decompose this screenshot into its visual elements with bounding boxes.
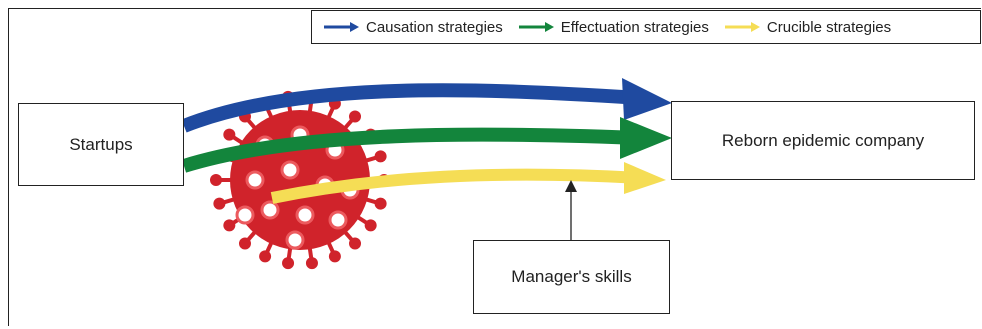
virus-spike-tip xyxy=(259,250,272,263)
causation-arrowhead xyxy=(622,78,672,120)
virus-surface-ring xyxy=(285,230,305,250)
virus-surface-ring xyxy=(260,200,280,220)
reborn-company-node: Reborn epidemic company xyxy=(671,101,975,180)
virus-spike-tip xyxy=(305,257,318,270)
crucible-arrow xyxy=(270,168,641,204)
virus-spike-tip xyxy=(213,197,226,210)
legend-label-causation: Causation strategies xyxy=(366,18,503,36)
startups-node: Startups xyxy=(18,103,184,186)
legend-label-crucible: Crucible strategies xyxy=(766,18,892,36)
virus-spike-tip xyxy=(374,197,387,210)
diagram-frame xyxy=(8,8,981,326)
legend-item-causation: Causation strategies xyxy=(322,19,503,36)
virus-surface-ring xyxy=(328,210,348,230)
causation-arrow xyxy=(181,83,641,133)
legend-item-effectuation: Effectuation strategies xyxy=(517,19,709,36)
skills-arrowhead xyxy=(565,180,577,192)
virus-spike-tip xyxy=(210,174,222,186)
virus-surface-ring xyxy=(235,205,255,225)
effectuation-arrowhead xyxy=(620,117,672,159)
managers-skills-label: Manager's skills xyxy=(511,267,632,286)
virus-spike-tip xyxy=(349,110,362,123)
legend-item-crucible: Crucible strategies xyxy=(723,19,891,36)
green-arrow-icon xyxy=(518,22,554,32)
virus-surface-ring xyxy=(280,160,300,180)
virus-spike-tip xyxy=(349,237,362,250)
legend-label-effectuation: Effectuation strategies xyxy=(560,18,709,36)
crucible-arrowhead xyxy=(624,162,666,194)
blue-arrow-icon xyxy=(324,22,359,32)
virus-surface-ring xyxy=(245,170,265,190)
virus-spike-tip xyxy=(223,219,236,232)
effectuation-arrow xyxy=(181,127,641,173)
startups-label: Startups xyxy=(69,134,133,154)
virus-spike-tip xyxy=(238,237,251,250)
virus-spike-tip xyxy=(328,250,341,263)
reborn-company-label: Reborn epidemic company xyxy=(721,130,925,150)
virus-surface-ring xyxy=(295,205,315,225)
yellow-arrow-icon xyxy=(724,22,760,32)
virus-spike-tip xyxy=(282,257,295,270)
legend: Causation strategies Effectuation strate… xyxy=(311,10,981,44)
virus-spike-tip xyxy=(364,219,377,232)
virus-spike-tip xyxy=(374,150,387,163)
managers-skills-node: Manager's skills xyxy=(473,240,670,314)
virus-spike-tip xyxy=(223,128,236,141)
